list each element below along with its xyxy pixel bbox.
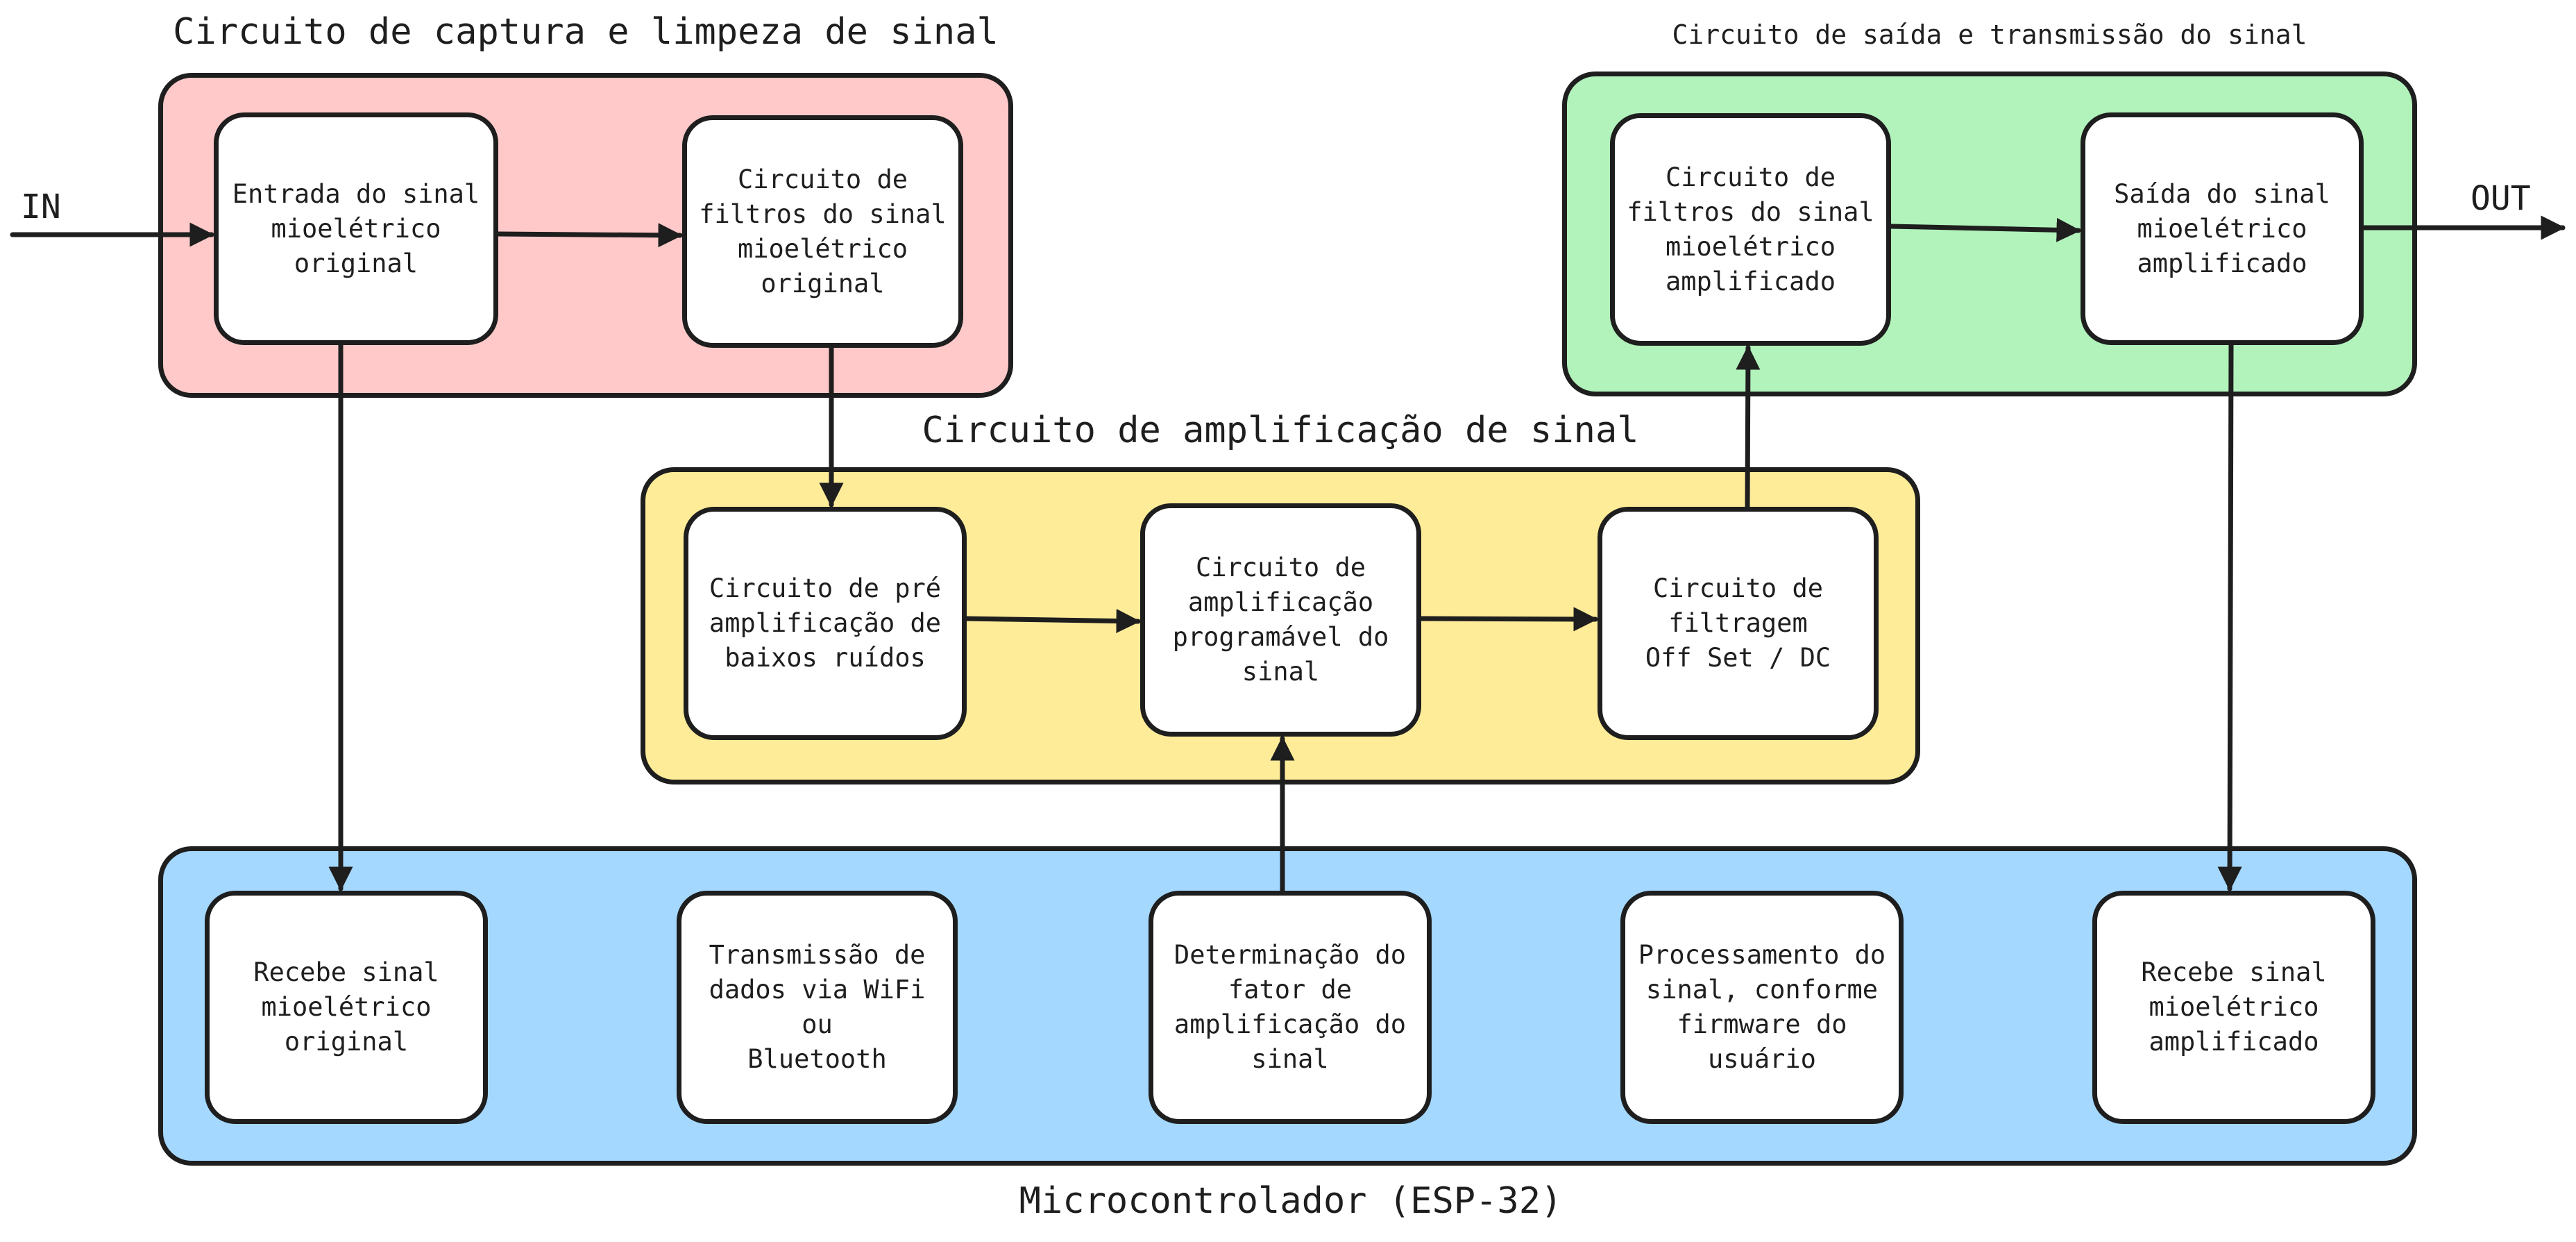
node-mcu-processing: Processamento do sinal, conforme firmwar…: [1620, 891, 1904, 1124]
node-mcu-receive-original: Recebe sinal mioelétrico original: [205, 891, 488, 1124]
arrow-preamp-to-progamp: [964, 608, 1141, 633]
node-offset-filter: Circuito de filtragem Off Set / DC: [1598, 507, 1879, 740]
node-mcu-gain: Determinação do fator de amplificação do…: [1149, 891, 1432, 1124]
arrow-output-to-mcu-receive-amplified: [2217, 342, 2242, 891]
node-input-signal: Entrada do sinal mioelétrico original: [214, 112, 498, 345]
in-label: IN: [21, 187, 61, 226]
node-output-signal: Saída do sinal mioelétrico amplificado: [2081, 112, 2364, 345]
output-group-title: Circuito de saída e transmissão do sinal: [1672, 19, 2307, 50]
node-mcu-receive-amplified: Recebe sinal mioelétrico amplificado: [2092, 891, 2375, 1124]
capture-group-title: Circuito de captura e limpeza de sinal: [173, 11, 999, 53]
arrow-input-to-filters: [495, 223, 683, 248]
node-filters-amplified: Circuito de filtros do sinal mioelétrico…: [1610, 113, 1891, 346]
node-mcu-transmission: Transmissão de dados via WiFi ou Bluetoo…: [677, 891, 958, 1124]
arrow-filters-amplified-to-output: [1888, 217, 2081, 242]
microcontroller-group-title: Microcontrolador (ESP-32): [1019, 1180, 1563, 1222]
out-label: OUT: [2471, 179, 2531, 218]
arrow-offset-to-filters-amplified: [1736, 345, 1761, 510]
node-preamp: Circuito de pré amplificação de baixos r…: [684, 507, 967, 740]
node-filters-original: Circuito de filtros do sinal mioelétrico…: [682, 115, 963, 348]
node-prog-amp: Circuito de amplificação programável do …: [1140, 503, 1421, 737]
amplification-group-title: Circuito de amplificação de sinal: [922, 410, 1639, 451]
